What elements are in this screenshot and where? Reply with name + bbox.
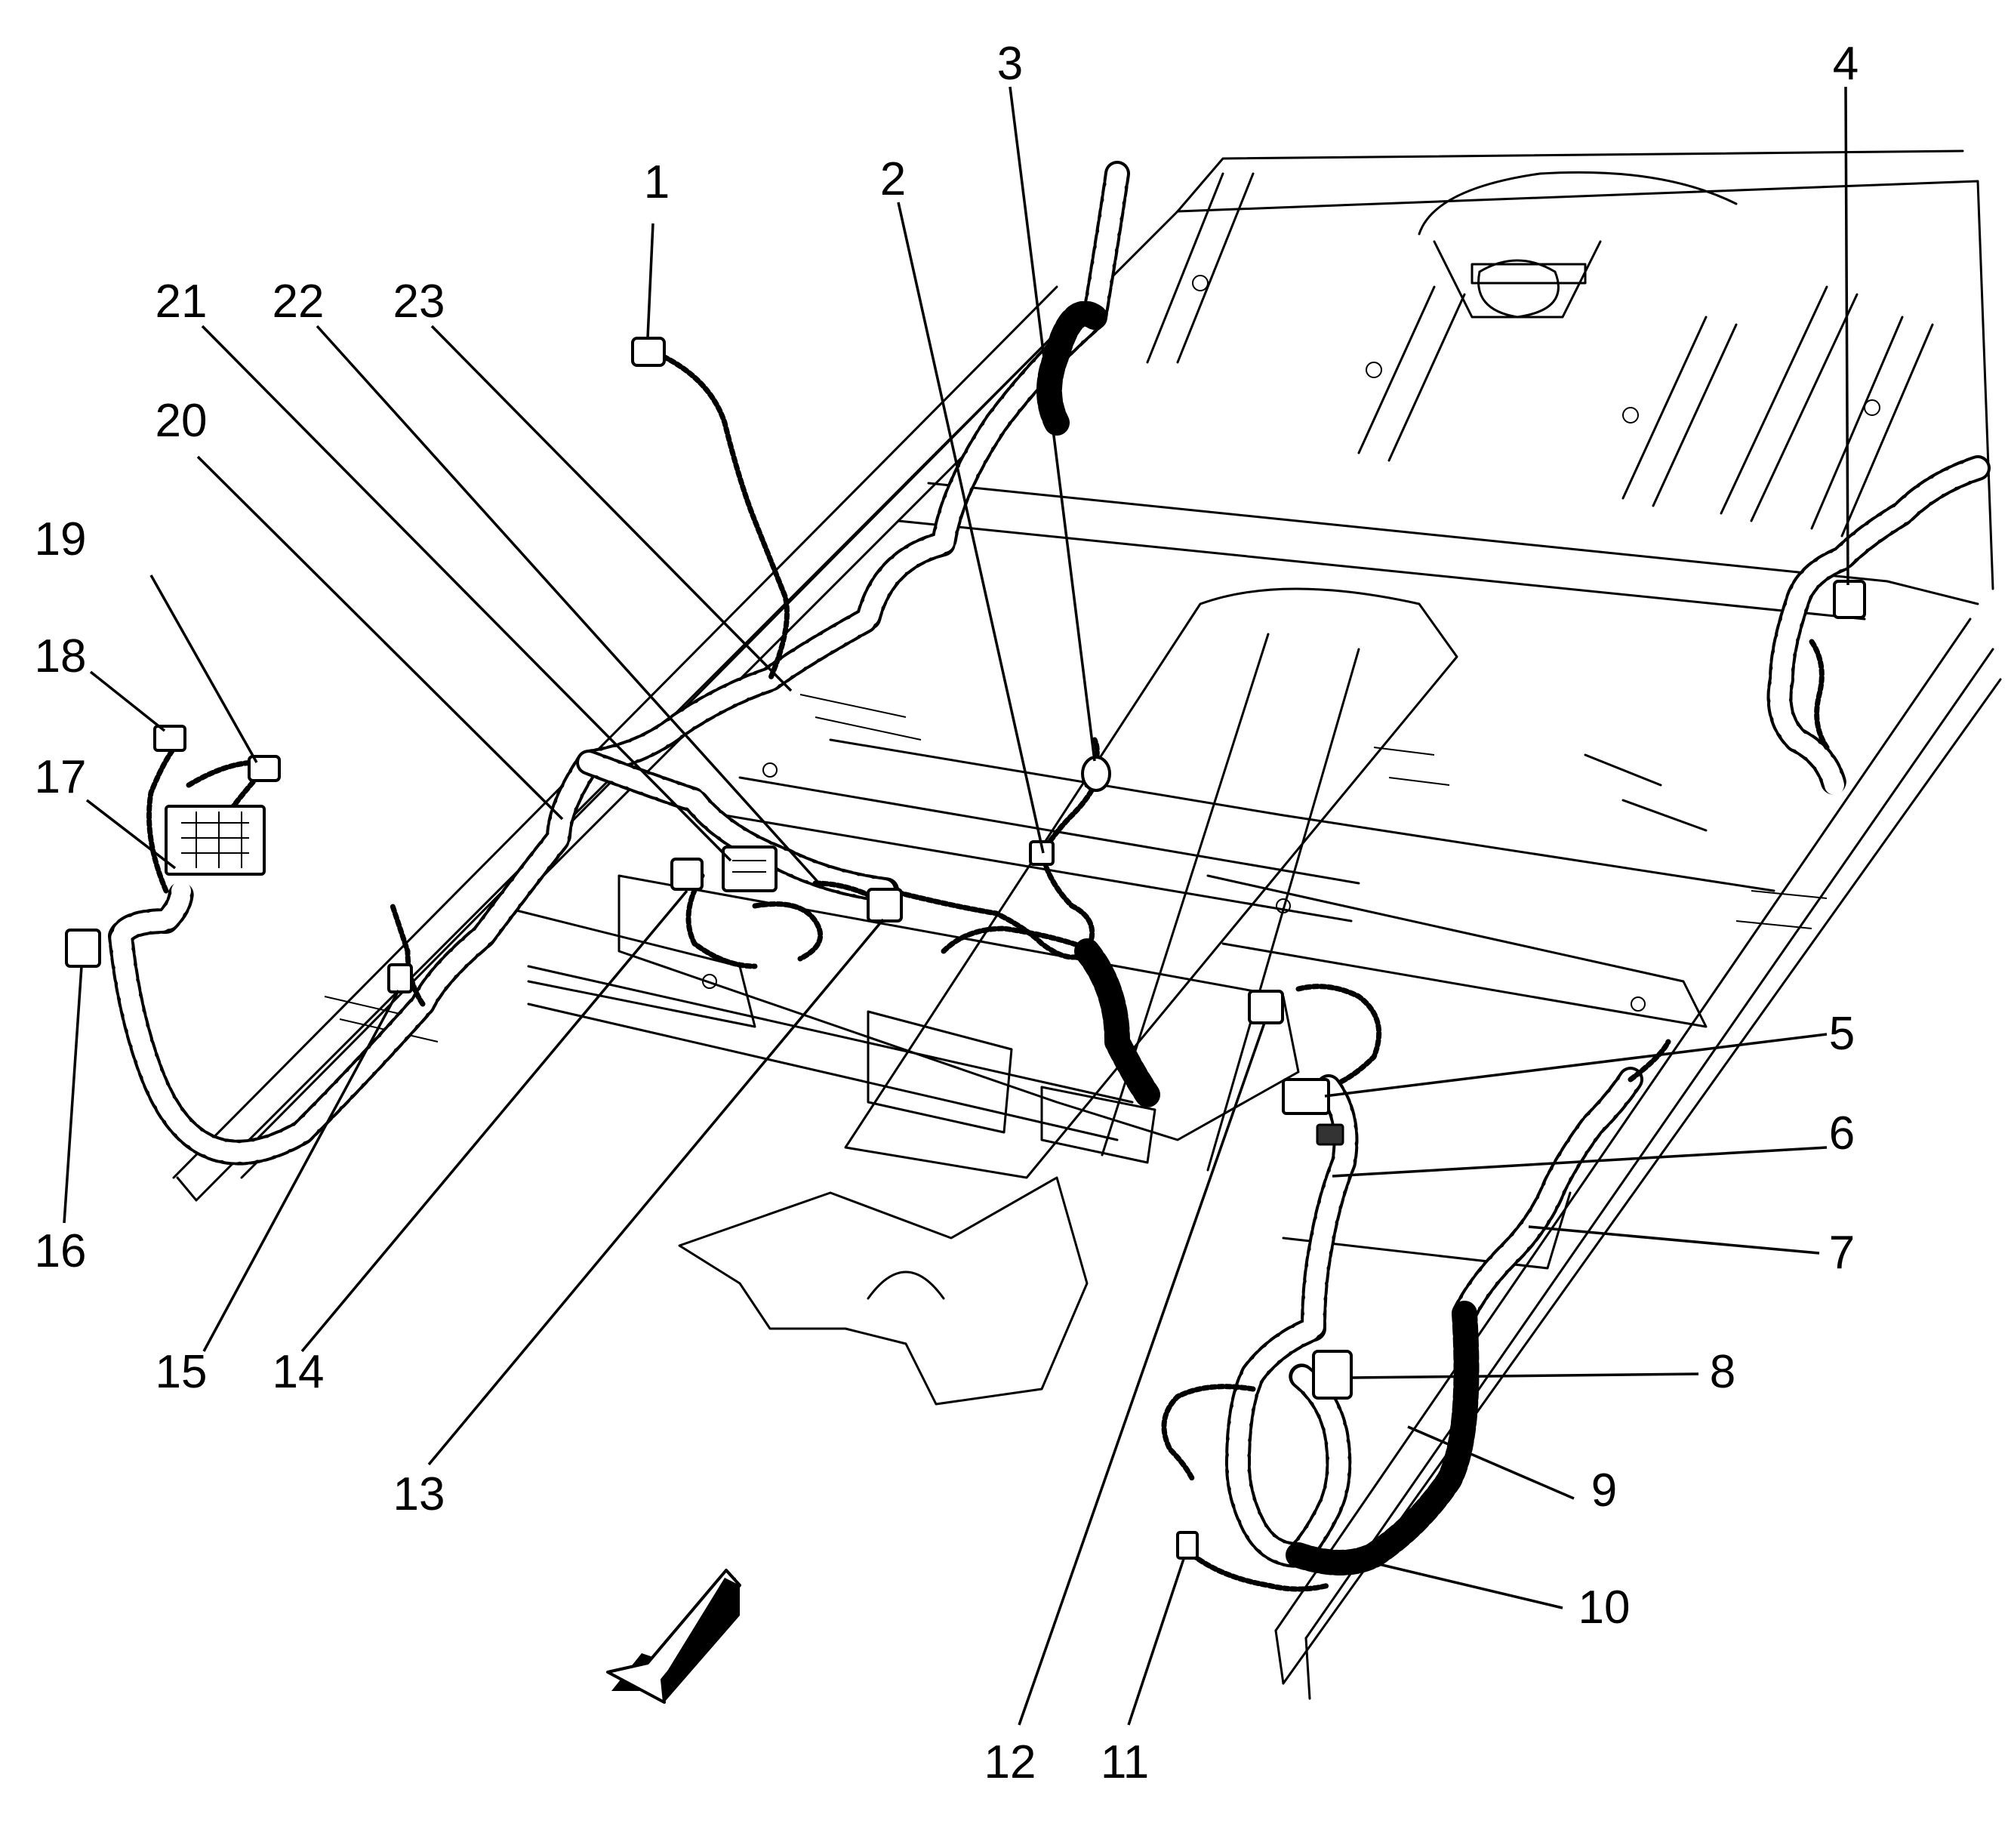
callout-9: 9	[1591, 1465, 1617, 1517]
callout-10: 10	[1578, 1582, 1631, 1634]
floor-wiring-harness	[108, 161, 1991, 1592]
callout-labels: 1 2 3 4 5 6 7 8 9 10 11 12 13 14 15 16 1…	[35, 38, 1859, 1788]
callout-19: 19	[35, 513, 87, 565]
connector-3	[1081, 756, 1111, 792]
connector-11	[1176, 1531, 1199, 1560]
connector-1	[631, 337, 666, 367]
connector-17	[165, 805, 266, 876]
floor-pan-structure	[172, 149, 2002, 1700]
connector-16	[65, 929, 101, 968]
connector-12	[1248, 990, 1284, 1024]
connector-4	[1833, 580, 1866, 619]
callout-leader-lines	[63, 86, 1849, 1726]
callout-12: 12	[984, 1736, 1036, 1788]
callout-17: 17	[35, 751, 87, 803]
connector-8	[1312, 1350, 1353, 1400]
callout-16: 16	[35, 1225, 87, 1277]
callout-14: 14	[273, 1346, 325, 1398]
callout-4: 4	[1833, 38, 1859, 90]
callout-7: 7	[1829, 1227, 1855, 1279]
connector-14	[670, 858, 704, 891]
connector-13	[867, 888, 903, 922]
callout-13: 13	[393, 1468, 445, 1520]
callout-5: 5	[1829, 1008, 1855, 1060]
callout-8: 8	[1710, 1346, 1735, 1398]
callout-21: 21	[156, 276, 208, 328]
connector-19	[248, 755, 281, 782]
connector-6	[1316, 1123, 1344, 1146]
callout-11: 11	[1101, 1736, 1149, 1788]
callout-23: 23	[393, 276, 445, 328]
callout-6: 6	[1829, 1107, 1855, 1160]
connector-21	[722, 845, 778, 892]
connector-18	[153, 725, 186, 752]
callout-2: 2	[880, 153, 906, 205]
callout-22: 22	[273, 276, 325, 328]
callout-18: 18	[35, 630, 87, 682]
callout-15: 15	[156, 1346, 208, 1398]
connector-15	[387, 963, 413, 993]
direction-arrow-icon	[606, 1569, 741, 1704]
callout-3: 3	[997, 38, 1023, 90]
callout-20: 20	[156, 395, 208, 447]
connector-5	[1282, 1078, 1330, 1115]
callout-1: 1	[644, 156, 670, 208]
